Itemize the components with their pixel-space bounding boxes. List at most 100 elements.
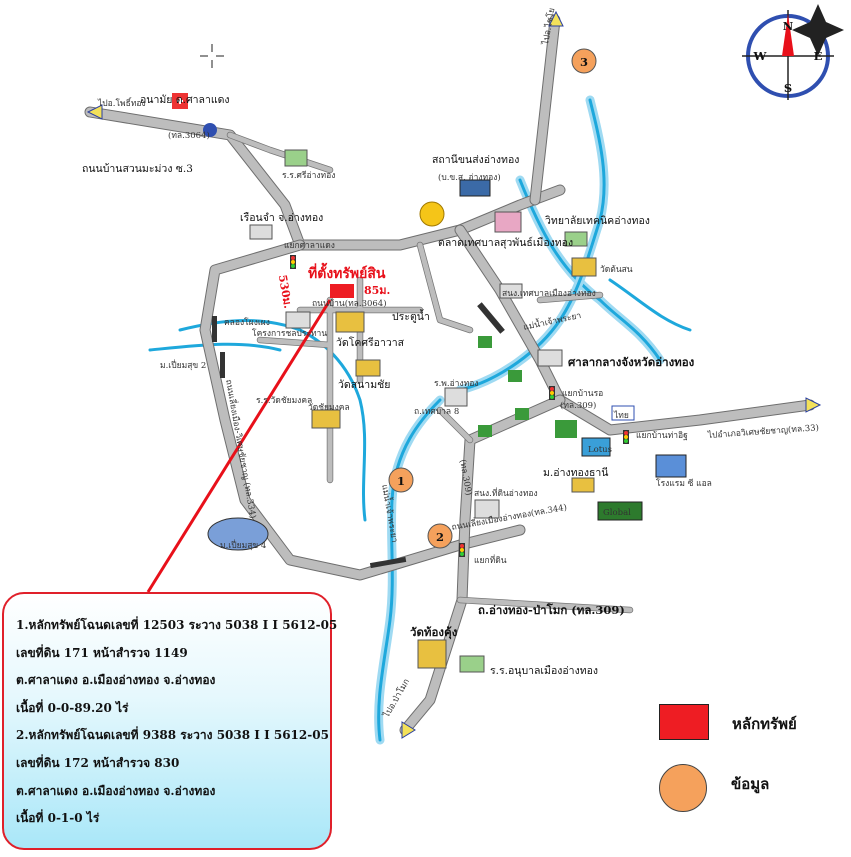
info-line-5: 2.หลักทรัพย์โฉนดเลขที่ 9388 ระวาง 5038 I… xyxy=(16,728,329,743)
label-to-phothong: ไปอ.โพธิ์ทอง xyxy=(97,97,146,109)
compass-s: S xyxy=(784,81,792,95)
label-local-road: ถนนบ้าน(ทล.3064) xyxy=(312,298,387,309)
label-chao-phraya-river: แม่น้ำเจ้าพระยา xyxy=(379,483,401,543)
label-bantaphi-junction: แยกบ้านท่าอิฐ xyxy=(636,430,688,441)
compass-n: N xyxy=(783,19,794,33)
data-marker-2[interactable]: 2 xyxy=(427,523,453,549)
legend-property-swatch xyxy=(659,704,709,740)
label-road-309-pamok: ถ.อ่างทอง-ป่าโมก (ทล.309) xyxy=(478,602,625,617)
label-road-3064: (ทล.3064) xyxy=(168,130,210,141)
school-icon-angthong xyxy=(571,477,595,493)
temple-icon-khung xyxy=(417,639,447,669)
irrigation-icon xyxy=(285,311,311,329)
label-school-angthong-thani: ม.อ่างทองธานี xyxy=(543,466,608,479)
legend-property-label: หลักทรัพย์ xyxy=(732,715,797,733)
label-kaw-din: แยกที่ดิน xyxy=(474,554,507,566)
school-icon-anuban xyxy=(459,655,485,673)
info-line-7: ต.ศาลาแดง อ.เมืองอ่างทอง จ.อ่างทอง xyxy=(16,783,216,798)
label-ban-khai: ม.เปี่ยมสุข 4 xyxy=(220,539,266,551)
label-provincial-hall: ศาลากลางจังหวัดอ่างทอง xyxy=(568,355,695,369)
label-canal-left: คลองโผงเผง xyxy=(224,317,270,328)
marker-3-label: 3 xyxy=(580,55,588,69)
label-irrigation: โครงการชลประทาน xyxy=(252,328,327,339)
lotus-icon xyxy=(581,437,611,457)
land-office-icon xyxy=(474,499,500,519)
info-line-6: เลขที่ดิน 172 หน้าสำรวจ 830 xyxy=(16,755,180,770)
global-icon xyxy=(597,501,643,521)
label-school-chaimongkhol: ร.ร.วัดชัยมงคล xyxy=(256,396,312,406)
property-pointer-line xyxy=(146,299,332,593)
thai-icon xyxy=(611,405,635,421)
museum-icon xyxy=(494,211,522,233)
landmark-icons xyxy=(172,93,687,673)
legend-data-label: ข้อมูล xyxy=(731,775,770,793)
label-wat-sanam-chai: วัดสนามชัย xyxy=(338,379,390,391)
data-marker-3[interactable]: 3 xyxy=(571,48,597,74)
temple-icon-kho xyxy=(335,311,365,333)
label-to-suphan: ไปอำเภอวิเศษชัยชาญ(ทล.33) xyxy=(706,422,819,441)
compass-e: E xyxy=(814,49,823,63)
label-pratu-nam: ประตูน้ำ xyxy=(392,309,430,323)
label-wat-tonson: วัดต้นสน xyxy=(600,264,633,275)
roads xyxy=(84,14,816,736)
temple-icon-sanam xyxy=(355,359,381,377)
legend-data-swatch xyxy=(659,764,707,812)
temple-icon-tonson xyxy=(571,257,597,277)
fuel-station-icon xyxy=(203,123,217,137)
label-bus-station-sub: (บ.ข.ส. อ่างทอง) xyxy=(438,172,501,183)
school-icon xyxy=(284,149,308,167)
label-market: ตลาดเทศบาล xyxy=(438,237,500,249)
info-line-3: ต.ศาลาแดง อ.เมืองอ่างทอง จ.อ่างทอง xyxy=(16,673,216,688)
label-samrong-junction: แยกบ้านรอ xyxy=(562,388,603,399)
label-school-anuban: ร.ร.อนุบาลเมืองอ่างทอง xyxy=(490,664,598,677)
crosshair-icon xyxy=(200,44,224,68)
label-wat-khunin: วัดโคศรีอาวาส xyxy=(336,336,405,349)
compass-w: W xyxy=(753,49,768,63)
marker-1-label: 1 xyxy=(397,474,405,488)
label-museum: สุวพันธ์เมืองทอง xyxy=(500,236,573,249)
property-info-box: 1.หลักทรัพย์โฉนดเลขที่ 12503 ระวาง 5038 … xyxy=(2,592,338,850)
bridges xyxy=(212,302,505,569)
provincial-hall-icon xyxy=(537,349,563,367)
info-line-2: เลขที่ดิน 171 หน้าสำรวจ 1149 xyxy=(16,645,188,660)
label-wat-chaimongkhol: วัดชัยมงคล xyxy=(308,403,350,413)
direction-arrows xyxy=(86,10,822,739)
label-land-office: สนง.ที่ดินอ่างทอง xyxy=(474,487,538,499)
temple-icon-chai xyxy=(311,409,341,429)
info-line-1: 1.หลักทรัพย์โฉนดเลขที่ 12503 ระวาง 5038 … xyxy=(16,618,338,632)
data-marker-1[interactable]: 1 xyxy=(388,467,414,493)
label-m-pinthong: ม.เปี่ยมสุข 2 xyxy=(160,359,206,371)
label-school-sriangthong: ร.ร.ศรีอ่างทอง xyxy=(282,170,335,181)
label-global: Global xyxy=(603,508,631,518)
label-hotel: โรงแรม ซี แอล xyxy=(656,478,712,489)
label-property-location: ที่ตั้งทรัพย์สิน xyxy=(308,262,386,282)
label-road-left: ถ.เทศบาล 8 xyxy=(414,407,459,417)
label-thai: ไทย xyxy=(613,410,629,421)
hotel-icon xyxy=(655,454,687,478)
info-line-8: เนื้อที่ 0-1-0 ไร่ xyxy=(16,811,100,826)
office-icon xyxy=(499,283,523,299)
label-hospital: ร.พ.อ่างทอง xyxy=(434,379,478,389)
label-prison: เรือนจำ จ.อ่างทอง xyxy=(240,211,323,224)
prison-icon xyxy=(249,224,273,240)
label-suan-mamuang: ถนนบ้านสวนมะม่วง ซ.3 xyxy=(82,163,193,175)
label-lotus: Lotus xyxy=(588,445,612,455)
property-marker[interactable] xyxy=(330,284,354,298)
info-line-4: เนื้อที่ 0-0-89.20 ไร่ xyxy=(16,700,129,715)
label-distance-530: 530ม. xyxy=(276,274,295,310)
traffic-lights xyxy=(290,255,629,557)
hospital-building-icon xyxy=(444,387,468,407)
label-municipal-office: สนง.เทศบาลเมืองอ่างทอง xyxy=(502,288,596,299)
college-icon xyxy=(564,231,588,247)
bus-icon xyxy=(459,179,491,197)
compass-rose: N S W E xyxy=(742,4,844,100)
label-health-station: อนามัย ต.ศาลาแดง xyxy=(140,94,230,106)
label-road-309-top: (ทล.309) xyxy=(560,400,596,411)
label-distance-85: 85ม. xyxy=(364,284,390,297)
village-icon xyxy=(207,517,269,551)
radio-icon xyxy=(419,201,445,227)
label-college: วิทยาลัยเทคนิคอ่างทอง xyxy=(545,215,650,227)
label-bus-station: สถานีขนส่งอ่างทอง xyxy=(432,153,519,166)
marker-2-label: 2 xyxy=(436,530,444,544)
